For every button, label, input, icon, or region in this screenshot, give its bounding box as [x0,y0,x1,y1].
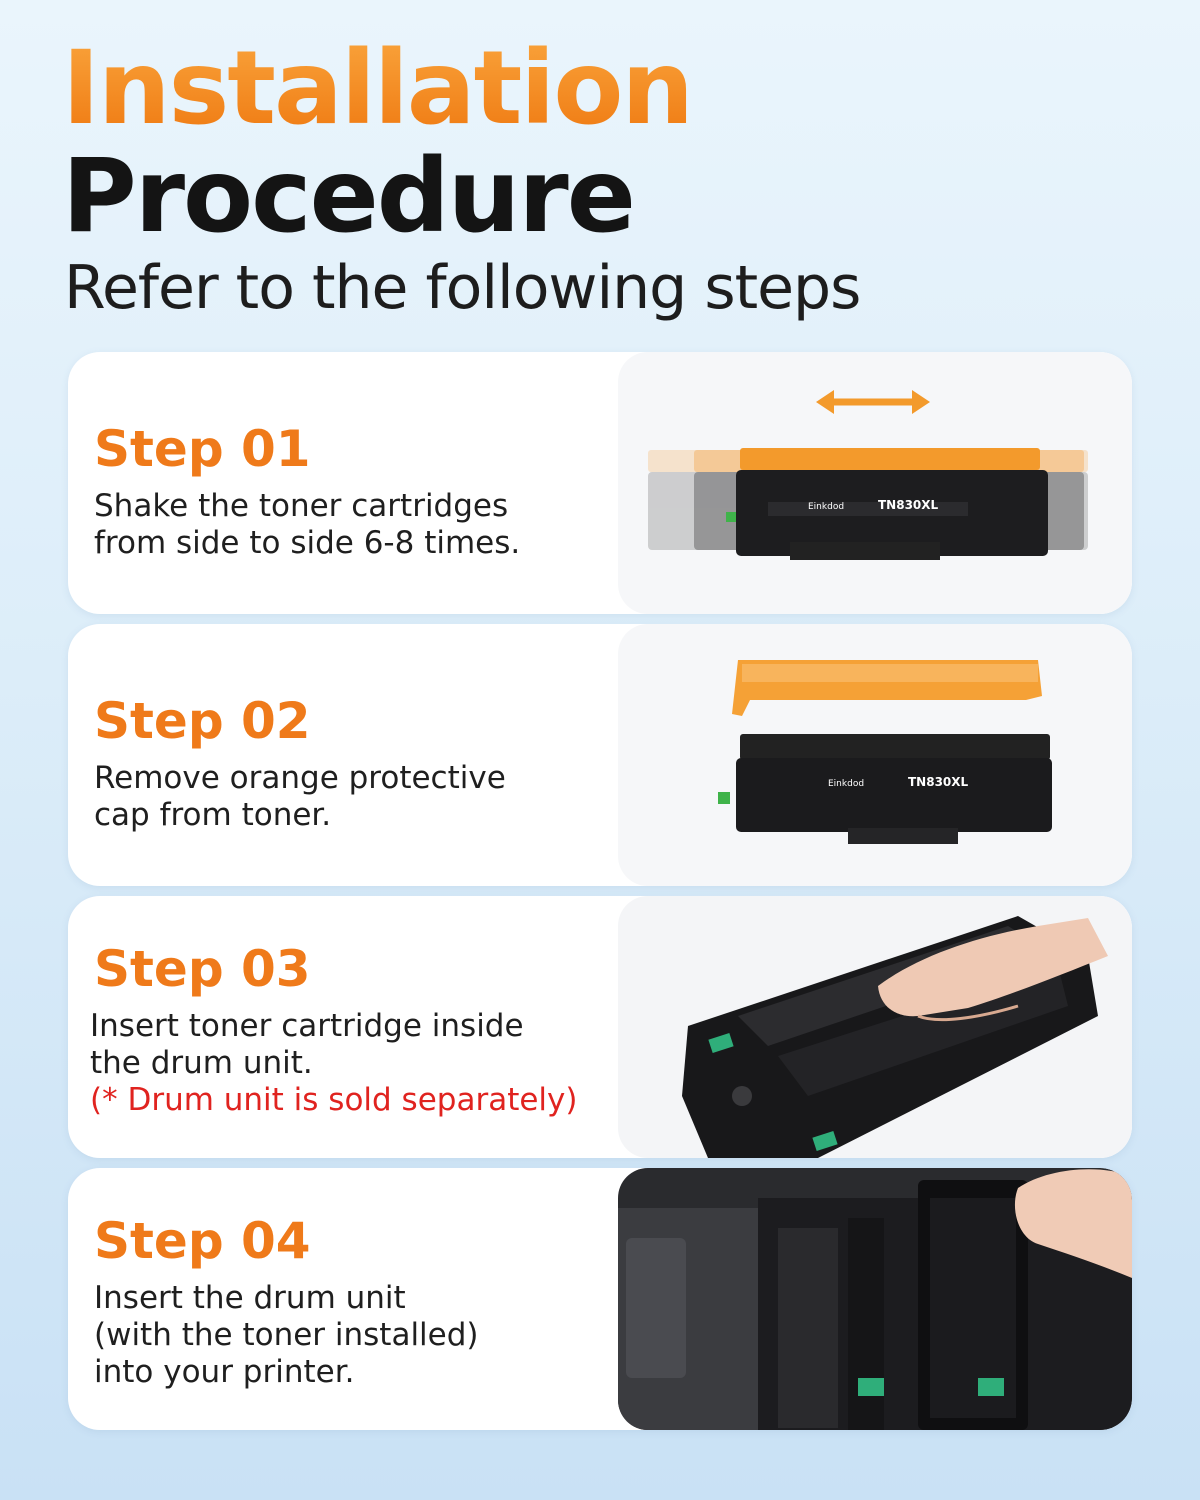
step-card-2: Step 02 Remove orange protective cap fro… [68,624,1132,886]
svg-text:Einkdod: Einkdod [828,779,864,789]
printer-insert-image [618,1168,1132,1430]
svg-text:TN830XL: TN830XL [878,498,939,512]
subtitle: Refer to the following steps [64,253,861,323]
step-title: Step 03 [94,940,311,998]
step-title: Step 01 [94,420,311,478]
step-card-3: Step 03 Insert toner cartridge inside th… [68,896,1132,1158]
step-description: Remove orange protective cap from toner. [94,760,506,833]
svg-text:Einkdod: Einkdod [808,502,844,512]
toner-cap-image: Einkdod TN830XL [618,624,1132,886]
drum-insert-image [618,896,1132,1158]
step-description: Insert the drum unit (with the toner ins… [94,1280,479,1390]
toner-cap-removal-illustration: Einkdod TN830XL [618,624,1132,886]
orange-cap [732,660,1042,716]
drum-insert-photo [618,896,1132,1158]
double-arrow-icon [816,390,930,414]
step-description: Shake the toner cartridges from side to … [94,488,521,561]
step-title: Step 04 [94,1212,311,1270]
drum-note: (* Drum unit is sold separately) [90,1082,578,1118]
toner-shake-image: Einkdod TN830XL [618,352,1132,614]
svg-text:TN830XL: TN830XL [908,775,969,789]
step-description: Insert toner cartridge inside the drum u… [90,1008,630,1119]
step-title: Step 02 [94,692,311,750]
title-installation: Installation [62,29,694,148]
step-card-1: Step 01 Shake the toner cartridges from … [68,352,1132,614]
step-card-4: Step 04 Insert the drum unit (with the t… [68,1168,1132,1430]
toner-shake-illustration: Einkdod TN830XL [618,352,1132,614]
title-procedure: Procedure [62,137,636,256]
printer-insert-photo [618,1168,1132,1430]
